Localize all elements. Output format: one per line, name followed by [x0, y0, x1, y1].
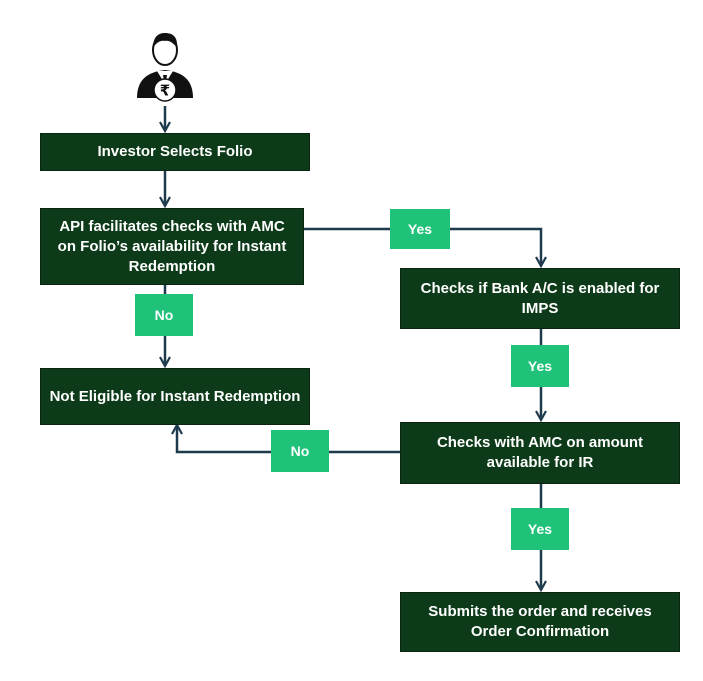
bank-imps-check-node: Checks if Bank A/C is enabled for IMPS	[400, 268, 680, 329]
no-label-api-to-not-eligible: No	[135, 294, 193, 336]
api-checks-node: API facilitates checks with AMC on Folio…	[40, 208, 304, 285]
svg-text:₹: ₹	[160, 82, 170, 100]
yes-label-amc-to-submit: Yes	[511, 508, 569, 550]
amc-amount-check-node: Checks with AMC on amount available for …	[400, 422, 680, 484]
investor-selects-folio-node: Investor Selects Folio	[40, 133, 310, 171]
yes-label-bank-to-amc: Yes	[511, 345, 569, 387]
connector-api-to-bank	[304, 227, 541, 266]
yes-label-api-to-bank: Yes	[390, 209, 450, 249]
not-eligible-node: Not Eligible for Instant Redemption	[40, 368, 310, 425]
no-label-amc-to-not-eligible: No	[271, 430, 329, 472]
submit-order-node: Submits the order and receives Order Con…	[400, 592, 680, 652]
investor-rupee-icon: ₹	[137, 33, 193, 102]
